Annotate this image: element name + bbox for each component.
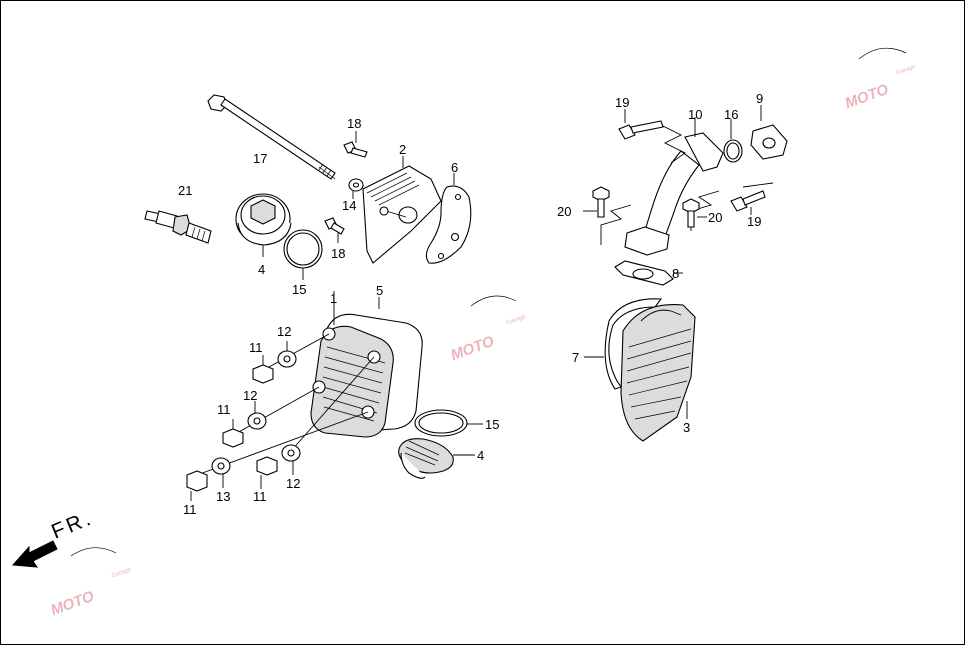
part-20-bolt-left (583, 186, 610, 218)
svg-text:Garage: Garage (111, 567, 132, 580)
part-19-bolt-upper (618, 109, 664, 140)
watermark-center: MOTO Garage (448, 295, 527, 364)
callout-17: 17 (253, 151, 267, 166)
part-15-oring-upper (283, 229, 323, 280)
svg-text:Garage: Garage (896, 64, 917, 77)
callout-11-c: 11 (183, 502, 197, 517)
part-21-spark-plug (144, 210, 212, 244)
callout-12-b: 12 (243, 388, 257, 403)
callout-15-lower: 15 (485, 417, 499, 432)
part-12-washer-b (247, 401, 267, 430)
callout-18-lower: 18 (331, 246, 345, 261)
callout-16: 16 (724, 107, 738, 122)
callout-4-lower: 4 (477, 448, 484, 463)
callout-3: 3 (683, 420, 690, 435)
part-10-intake-pipe (600, 117, 774, 256)
part-8-flange-gasket (614, 260, 683, 286)
part-19-bolt-lower (730, 190, 766, 215)
part-11-nut-b (222, 419, 244, 448)
part-12-washer-a (277, 341, 297, 368)
callout-9: 9 (756, 91, 763, 106)
svg-text:MOTO: MOTO (448, 333, 496, 364)
part-14-washer (348, 178, 364, 199)
part-18-bolt-upper (343, 131, 368, 158)
part-12-washer-c (281, 444, 301, 475)
part-2-side-cover (362, 156, 442, 264)
part-4-cap-upper (235, 193, 292, 257)
callout-11-d: 11 (253, 489, 267, 504)
callout-19-upper: 19 (615, 95, 629, 110)
part-20-bolt-right (682, 198, 707, 228)
svg-text:MOTO: MOTO (48, 588, 96, 619)
part-7-gasket (584, 298, 663, 390)
callout-8: 8 (672, 266, 679, 281)
callout-6: 6 (451, 160, 458, 175)
part-6-gasket (425, 173, 472, 264)
part-4-cap-lower (398, 438, 475, 479)
part-18-bolt-lower (324, 217, 345, 243)
callout-19-lower: 19 (747, 214, 761, 229)
callout-2: 2 (399, 142, 406, 157)
callout-5: 5 (376, 283, 383, 298)
callout-7: 7 (572, 350, 579, 365)
callout-14: 14 (342, 198, 356, 213)
callout-12-a: 12 (277, 324, 291, 339)
part-15-oring-lower (414, 409, 483, 437)
callout-18-upper: 18 (347, 116, 361, 131)
part-16-oring (723, 119, 743, 163)
direction-label: FR. (48, 506, 96, 543)
callout-21: 21 (178, 183, 192, 198)
callout-15-upper: 15 (292, 282, 306, 297)
part-11-nut-c (186, 470, 208, 501)
callout-11-b: 11 (217, 402, 231, 417)
watermark-bottom-left: MOTO Garage (48, 547, 132, 619)
part-3-cylinder (620, 303, 696, 442)
part-17-stud-bolt (207, 94, 336, 180)
callout-11-a: 11 (249, 340, 263, 355)
callout-20-left: 20 (557, 204, 571, 219)
watermark-top-right: MOTO Garage (843, 47, 917, 112)
part-1-cylinder-head (310, 291, 394, 438)
part-9-spacer (750, 105, 788, 160)
svg-text:Garage: Garage (506, 314, 527, 327)
svg-text:MOTO: MOTO (843, 81, 891, 112)
callout-10: 10 (688, 107, 702, 122)
part-11-nut-a (252, 355, 274, 384)
callout-20-right: 20 (708, 210, 722, 225)
callout-1: 1 (330, 291, 337, 306)
direction-arrow-icon (11, 540, 58, 568)
part-13-washer (211, 457, 231, 488)
part-11-nut-d (256, 456, 278, 489)
callout-13: 13 (216, 489, 230, 504)
callout-12-c: 12 (286, 476, 300, 491)
callout-4-upper: 4 (258, 262, 265, 277)
